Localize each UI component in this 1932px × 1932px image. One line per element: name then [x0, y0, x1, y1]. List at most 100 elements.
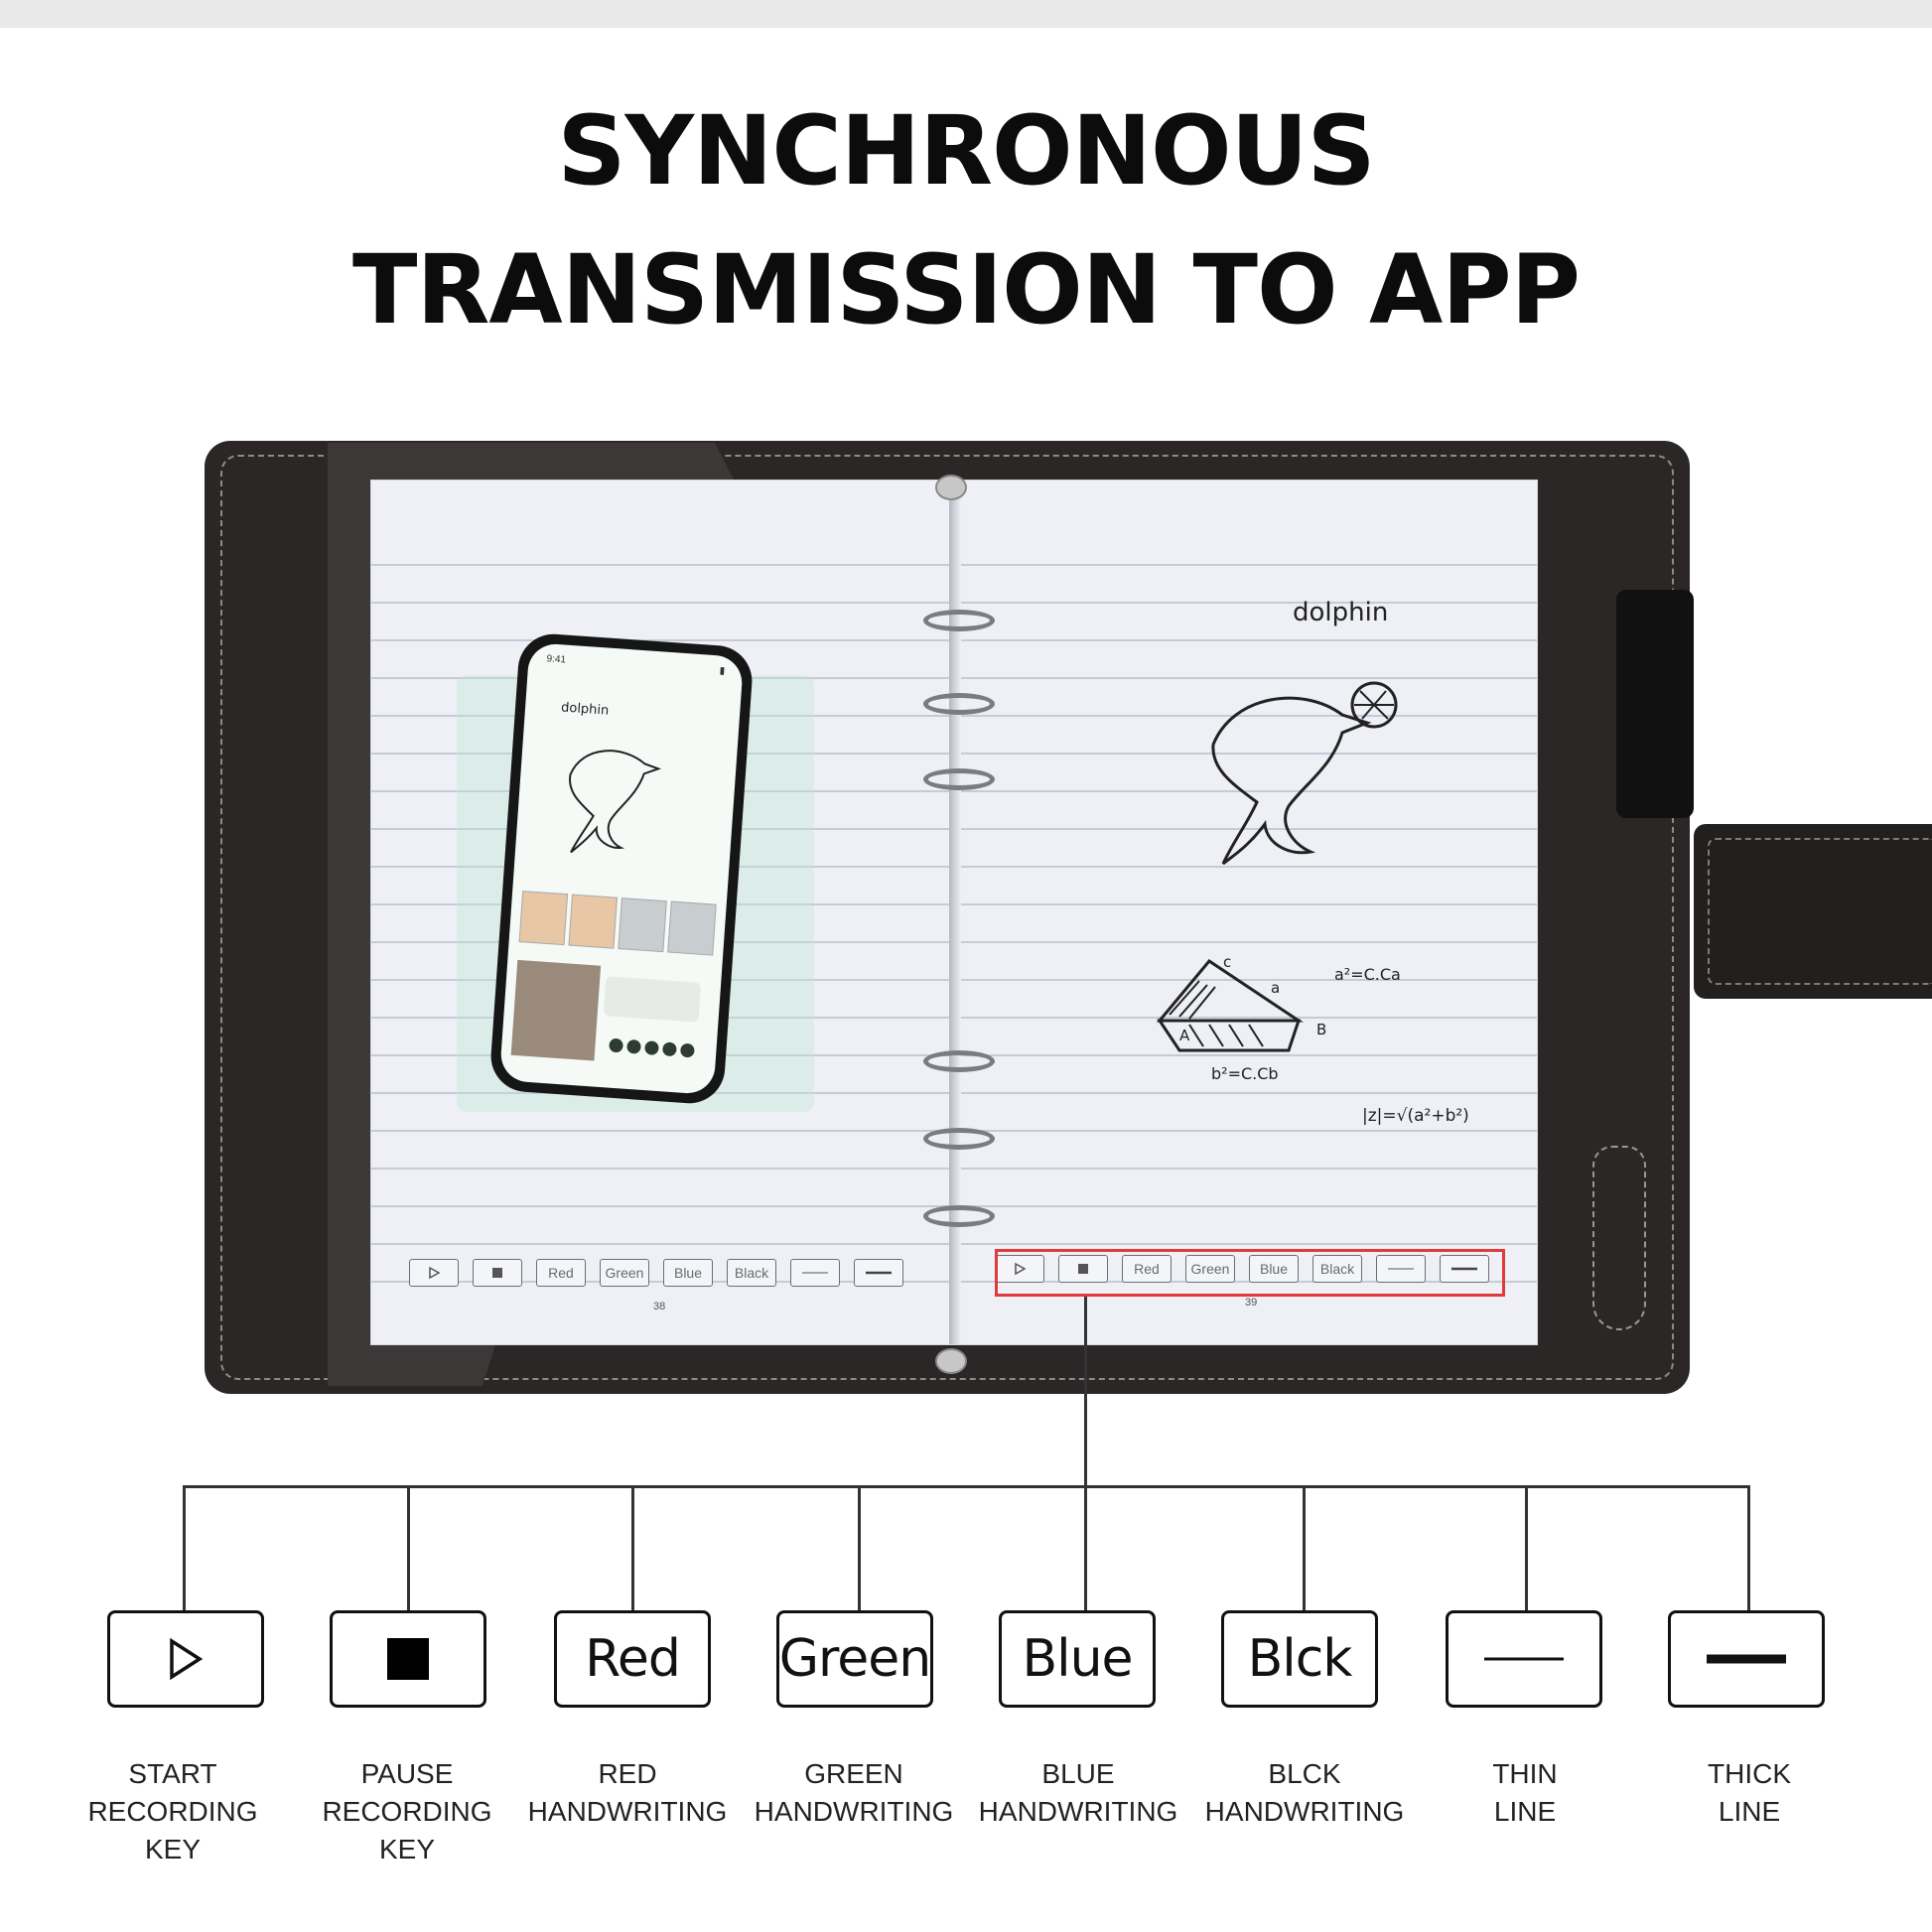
caption-line: THICK: [1708, 1758, 1791, 1789]
left-page-number: 38: [653, 1301, 666, 1312]
stop-icon: [492, 1268, 502, 1278]
binder-ring: [923, 610, 995, 631]
legend-branch-line: [183, 1485, 1749, 1488]
red-key[interactable]: Red: [536, 1259, 586, 1287]
right-page-number: 39: [1245, 1297, 1258, 1309]
connector-line: [1084, 1297, 1087, 1487]
thick-line-icon: [866, 1271, 892, 1275]
participant-thumb[interactable]: [568, 894, 618, 949]
participant-thumb[interactable]: [667, 900, 717, 956]
caption-line: BLUE: [1041, 1758, 1115, 1789]
play-key[interactable]: [995, 1255, 1044, 1283]
thin-line-icon: [1388, 1268, 1414, 1270]
left-page-toolbar: Red Green Blue Black: [409, 1259, 903, 1287]
caption-line: HANDWRITING: [754, 1796, 954, 1827]
call-controls: [609, 1037, 695, 1058]
blck-key-label: Blck: [1247, 1629, 1353, 1689]
binder-ring: [923, 1205, 995, 1227]
caption-line: LINE: [1718, 1796, 1781, 1827]
pen-loop: [1592, 1146, 1646, 1330]
thin-line-icon: [802, 1272, 828, 1274]
formula-a: a²=C.Ca: [1334, 965, 1401, 984]
binder-clip-top: [935, 475, 967, 500]
headline-line-1: SYNCHRONOUS: [557, 95, 1375, 207]
thin-line-key: [1446, 1610, 1602, 1708]
strap-stitching: [1708, 838, 1932, 985]
triangle-diagram: [1156, 959, 1304, 1052]
black-key[interactable]: Black: [727, 1259, 776, 1287]
caption-line: LINE: [1493, 1796, 1557, 1827]
battery-icon: ▮: [719, 665, 726, 677]
red-handwriting-caption: RED HANDWRITING: [518, 1755, 737, 1831]
phone-screen: 9:41 ▮ dolphin: [498, 642, 745, 1095]
dolphin-sketch: [1211, 681, 1398, 866]
vertex-a-label: A: [1179, 1027, 1190, 1044]
side-a-label: a: [1271, 979, 1281, 997]
blue-key[interactable]: Blue: [663, 1259, 713, 1287]
right-page-toolbar: Red Green Blue Black: [995, 1255, 1489, 1283]
thin-line-caption: THIN LINE: [1416, 1755, 1634, 1831]
green-key[interactable]: Green: [600, 1259, 649, 1287]
binder-clip-bottom: [935, 1348, 967, 1374]
start-recording-key: [107, 1610, 264, 1708]
red-key[interactable]: Red: [1122, 1255, 1172, 1283]
caption-line: THIN: [1492, 1758, 1558, 1789]
stop-key[interactable]: [473, 1259, 522, 1287]
caption-line: HANDWRITING: [527, 1796, 728, 1827]
thick-line-icon: [1451, 1267, 1477, 1271]
top-strip: [0, 0, 1932, 28]
thick-line-key[interactable]: [1440, 1255, 1489, 1283]
caption-line: RED: [598, 1758, 657, 1789]
caption-line: HANDWRITING: [978, 1796, 1178, 1827]
mic-button[interactable]: [609, 1037, 624, 1053]
caption-line: RECORDING: [322, 1796, 492, 1827]
branch-line: [407, 1485, 410, 1610]
stop-key[interactable]: [1058, 1255, 1108, 1283]
thick-line-key: [1668, 1610, 1825, 1708]
caption-line: RECORDING: [87, 1796, 258, 1827]
smartphone: 9:41 ▮ dolphin: [488, 631, 755, 1106]
play-icon: [1015, 1262, 1027, 1276]
play-key[interactable]: [409, 1259, 459, 1287]
share-button[interactable]: [644, 1040, 659, 1056]
play-icon: [170, 1637, 204, 1681]
caption-line: GREEN: [804, 1758, 903, 1789]
thin-line-key[interactable]: [790, 1259, 840, 1287]
branch-line: [1084, 1485, 1087, 1610]
green-handwriting-key: Green: [776, 1610, 933, 1708]
green-key[interactable]: Green: [1185, 1255, 1235, 1283]
branch-line: [183, 1485, 186, 1610]
stop-icon: [387, 1638, 429, 1680]
vertex-b-label: B: [1316, 1021, 1327, 1038]
blue-key[interactable]: Blue: [1249, 1255, 1299, 1283]
record-button[interactable]: [661, 1041, 677, 1057]
caption-line: KEY: [144, 1834, 202, 1864]
thin-line-icon: [1484, 1657, 1564, 1661]
phone-time: 9:41: [546, 653, 567, 666]
caption-line: PAUSE: [360, 1758, 454, 1789]
cover-strap: [1694, 824, 1932, 999]
black-key[interactable]: Black: [1312, 1255, 1362, 1283]
blck-handwriting-caption: BLCK HANDWRITING: [1195, 1755, 1414, 1831]
thin-line-key[interactable]: [1376, 1255, 1426, 1283]
formula-b: b²=C.Cb: [1211, 1064, 1279, 1083]
blue-key-label: Blue: [1022, 1629, 1133, 1689]
participant-thumb[interactable]: [518, 891, 569, 946]
play-icon: [429, 1266, 441, 1280]
caption-line: HANDWRITING: [1204, 1796, 1405, 1827]
phone-sketch-word: dolphin: [560, 700, 610, 719]
end-call-button[interactable]: [679, 1042, 695, 1058]
camera-button[interactable]: [626, 1038, 641, 1054]
sketch-word: dolphin: [1293, 598, 1389, 627]
participant-thumb[interactable]: [618, 897, 667, 953]
call-panel: [603, 976, 702, 1023]
pause-recording-key: [330, 1610, 486, 1708]
branch-line: [1525, 1485, 1528, 1610]
green-key-label: Green: [778, 1629, 931, 1689]
thick-line-key[interactable]: [854, 1259, 903, 1287]
formula-z: |z|=√(a²+b²): [1362, 1106, 1469, 1126]
blue-handwriting-caption: BLUE HANDWRITING: [969, 1755, 1187, 1831]
black-handwriting-key: Blck: [1221, 1610, 1378, 1708]
green-handwriting-caption: GREEN HANDWRITING: [745, 1755, 963, 1831]
binder-ring: [923, 693, 995, 715]
